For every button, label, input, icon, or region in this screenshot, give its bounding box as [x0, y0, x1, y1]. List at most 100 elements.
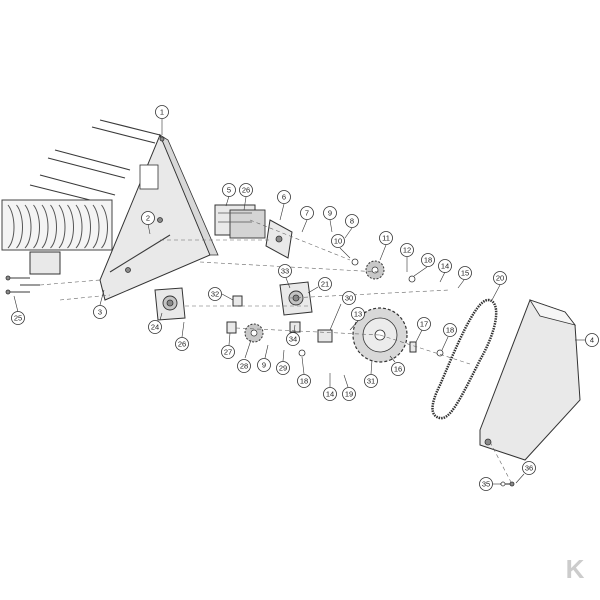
svg-text:14: 14 [326, 390, 334, 399]
callout-balloon: 20 [493, 271, 507, 285]
callout-balloon: 14 [438, 259, 452, 273]
assembly-lines [39, 219, 513, 485]
bearing-housing-upper [279, 281, 313, 316]
frame-rails [29, 119, 161, 206]
svg-text:11: 11 [382, 234, 390, 243]
svg-text:10: 10 [334, 237, 342, 246]
reel-fin [92, 204, 100, 249]
callout-balloon: 32 [208, 287, 222, 301]
small-sprocket-lower [244, 323, 264, 343]
svg-text:28: 28 [240, 362, 248, 371]
svg-text:27: 27 [224, 348, 232, 357]
callout-balloon: 29 [276, 361, 290, 375]
callout-balloon: 27 [221, 345, 235, 359]
callout-balloon: 17 [417, 317, 431, 331]
guard-bolt [500, 481, 515, 487]
callout-balloon: 31 [364, 374, 378, 388]
brand-logo: K [566, 554, 585, 584]
svg-text:31: 31 [367, 377, 375, 386]
svg-text:K: K [566, 554, 585, 584]
callout-balloon: 18 [421, 253, 435, 267]
svg-text:29: 29 [279, 364, 287, 373]
reel-fin [24, 204, 32, 249]
callout-balloon: 8 [345, 214, 359, 228]
callout-balloon: 2 [141, 211, 155, 225]
svg-text:13: 13 [354, 310, 362, 319]
callout-balloon: 9 [323, 206, 337, 220]
svg-text:16: 16 [394, 365, 402, 374]
svg-text:5: 5 [227, 186, 231, 195]
reel-fin [84, 204, 91, 249]
left-bolts [5, 275, 40, 295]
callout-balloon: 11 [379, 231, 393, 245]
callout-balloon: 1 [155, 105, 169, 119]
callout-balloon: 21 [318, 277, 332, 291]
reel-fin [41, 204, 49, 249]
svg-text:18: 18 [446, 326, 454, 335]
svg-text:9: 9 [328, 209, 332, 218]
svg-text:26: 26 [178, 340, 186, 349]
svg-text:6: 6 [282, 193, 286, 202]
motor-unit [214, 204, 266, 239]
svg-text:12: 12 [403, 246, 411, 255]
reel-fin [7, 204, 15, 249]
svg-text:17: 17 [420, 320, 428, 329]
reel-fin [16, 204, 23, 249]
washers [298, 258, 444, 357]
svg-text:20: 20 [496, 274, 504, 283]
svg-text:1: 1 [160, 108, 164, 117]
callout-balloon: 34 [286, 332, 300, 346]
small-sprocket-upper [365, 260, 385, 280]
callout-balloon: 10 [331, 234, 345, 248]
svg-text:33: 33 [281, 267, 289, 276]
svg-text:25: 25 [14, 314, 22, 323]
svg-text:14: 14 [441, 262, 449, 271]
callout-balloon: 26 [175, 337, 189, 351]
svg-text:9: 9 [262, 361, 266, 370]
svg-text:7: 7 [305, 209, 309, 218]
drive-chain [431, 298, 498, 420]
svg-text:15: 15 [461, 269, 469, 278]
callout-balloon: 35 [479, 477, 493, 491]
callout-balloon: 9 [257, 358, 271, 372]
svg-text:24: 24 [151, 323, 159, 332]
svg-text:2: 2 [146, 214, 150, 223]
reel-fin [67, 204, 74, 249]
mount-bracket [265, 219, 293, 259]
callout-balloon: 6 [277, 190, 291, 204]
reel-assembly [1, 199, 113, 275]
callout-balloon: 24 [148, 320, 162, 334]
svg-text:30: 30 [345, 294, 353, 303]
callout-balloon: 5 [222, 183, 236, 197]
callout-balloon: 16 [391, 362, 405, 376]
svg-text:26: 26 [242, 186, 250, 195]
callout-balloon: 36 [522, 461, 536, 475]
chain-guard [479, 299, 581, 461]
reel-fin [50, 204, 57, 249]
callout-balloon: 15 [458, 266, 472, 280]
svg-text:21: 21 [321, 280, 329, 289]
callout-balloon: 7 [300, 206, 314, 220]
svg-text:19: 19 [345, 390, 353, 399]
reel-fin [58, 204, 66, 249]
svg-text:8: 8 [350, 217, 354, 226]
svg-text:4: 4 [590, 336, 594, 345]
callout-balloon: 30 [342, 291, 356, 305]
svg-text:3: 3 [98, 308, 102, 317]
callout-balloon: 26 [239, 183, 253, 197]
callout-balloon: 19 [342, 387, 356, 401]
callout-balloon: 33 [278, 264, 292, 278]
callout-balloon: 13 [351, 307, 365, 321]
reel-fin [101, 204, 108, 249]
callout-balloon: 4 [585, 333, 599, 347]
side-plate [99, 133, 219, 301]
callout-balloon: 14 [323, 387, 337, 401]
callout-balloon: 18 [297, 374, 311, 388]
svg-text:34: 34 [289, 335, 297, 344]
callouts: 1 2 3 4 5 6 7 8 9 9 10 11 12 13 14 14 15 [11, 105, 599, 491]
callout-balloon: 28 [237, 359, 251, 373]
bearing-housing-lower [154, 287, 186, 321]
svg-text:36: 36 [525, 464, 533, 473]
